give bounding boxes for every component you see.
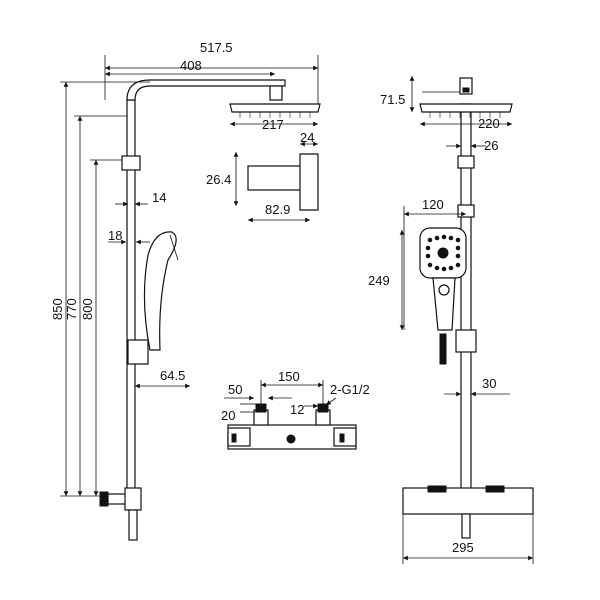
dim-pipe-dia-top: 14 <box>152 190 166 205</box>
lower-pipe-side <box>128 509 138 541</box>
head-connector <box>269 85 283 101</box>
dim-height-rail: 800 <box>80 298 95 320</box>
dim-inlet-width: 50 <box>228 382 242 397</box>
hand-shower-button <box>438 284 450 296</box>
dim-head-top: 71.5 <box>380 92 405 107</box>
dim-height-mid: 770 <box>64 298 79 320</box>
hand-shower-nozzles <box>425 234 461 272</box>
dim-arm-length: 408 <box>180 58 202 73</box>
lower-outlet-front <box>461 513 471 539</box>
dim-hand-width: 120 <box>422 197 444 212</box>
hand-shower-holder-side <box>127 339 149 365</box>
overhead-head-front <box>419 103 513 113</box>
dim-inlet-spacing: 150 <box>278 369 300 384</box>
dim-pipe-lower-front: 30 <box>482 376 496 391</box>
dim-head-dia-front: 220 <box>478 116 500 131</box>
dim-arm-height: 26.4 <box>206 172 231 187</box>
thread-label: 2-G1/2 <box>330 382 370 397</box>
dim-pipe-dia-lower: 18 <box>108 228 122 243</box>
dim-inlet-small: 12 <box>290 402 304 417</box>
upper-clamp-side <box>121 155 141 171</box>
inlet-nut <box>99 491 109 507</box>
hand-shower-side <box>143 231 177 351</box>
upper-clamp-front <box>457 155 475 169</box>
front-view: 71.5 220 26 120 249 30 295 <box>368 76 534 564</box>
shower-arm-side <box>126 79 286 101</box>
middle-clamp-front <box>457 204 475 218</box>
dim-head-dia-side: 217 <box>262 117 284 132</box>
valve-center-button <box>286 434 296 444</box>
dim-pipe-front: 26 <box>484 138 498 153</box>
overhead-head-side <box>229 103 321 113</box>
side-view: 517.5 408 217 26.4 82.9 24 14 18 64.5 85… <box>50 40 321 541</box>
dim-head-thickness: 24 <box>300 130 314 145</box>
dim-height-total: 850 <box>50 298 65 320</box>
dim-hand-height: 249 <box>368 273 390 288</box>
head-nozzles-front <box>429 112 501 118</box>
hand-shower-holder-front <box>455 329 477 353</box>
dim-inlet-height: 20 <box>221 408 235 423</box>
head-nozzles-side <box>239 112 311 118</box>
dim-hand-offset: 64.5 <box>160 368 185 383</box>
dim-total-width: 517.5 <box>200 40 233 55</box>
diverter-body-side <box>124 487 142 511</box>
dim-valve-width: 295 <box>452 540 474 555</box>
thermostatic-bar-front <box>402 487 534 515</box>
dim-arm-depth: 82.9 <box>265 202 290 217</box>
valve-detail: 150 50 2-G1/2 20 12 <box>221 369 370 450</box>
arm-section-flange <box>299 153 319 211</box>
